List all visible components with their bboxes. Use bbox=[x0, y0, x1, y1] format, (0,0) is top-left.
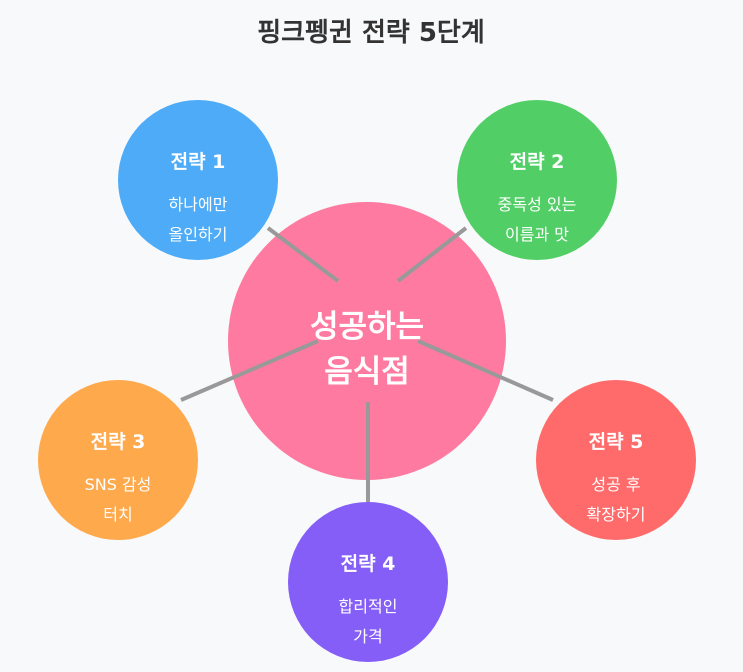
strategy-1-text-1: 하나에만 bbox=[169, 195, 228, 214]
strategy-1-title: 전략 1 bbox=[171, 151, 226, 173]
connector-1 bbox=[266, 226, 340, 283]
strategy-2-title: 전략 2 bbox=[510, 151, 565, 173]
strategy-3-title: 전략 3 bbox=[91, 431, 146, 453]
center-circle bbox=[228, 202, 506, 480]
connector-3 bbox=[180, 339, 319, 402]
strategy-5-text-1: 성공 후 bbox=[591, 475, 640, 494]
strategy-5-text-2: 확장하기 bbox=[587, 505, 646, 524]
center-label-line-1: 성공하는 bbox=[310, 309, 424, 345]
strategy-3-circle bbox=[38, 380, 198, 540]
strategy-4-title: 전략 4 bbox=[341, 553, 396, 575]
strategy-2-text-1: 중독성 있는 bbox=[498, 195, 577, 214]
strategy-3-text-2: 터치 bbox=[103, 505, 132, 524]
connector-2 bbox=[396, 226, 468, 283]
strategy-1-text-2: 올인하기 bbox=[169, 225, 228, 244]
strategy-2-text-2: 이름과 맛 bbox=[505, 225, 569, 244]
strategy-4-circle bbox=[288, 502, 448, 662]
strategy-4-text-2: 가격 bbox=[353, 627, 382, 646]
strategy-1-circle bbox=[118, 100, 278, 260]
strategy-5-title: 전략 5 bbox=[589, 431, 644, 453]
strategy-3-text-1: SNS 감성 bbox=[85, 475, 152, 494]
strategy-2-circle bbox=[457, 100, 617, 260]
strategy-5-circle bbox=[536, 380, 696, 540]
strategy-4-text-1: 합리적인 bbox=[339, 597, 398, 616]
diagram-title: 핑크펭귄 전략 5단계 bbox=[257, 18, 485, 48]
center-label-line-2: 음식점 bbox=[324, 354, 410, 390]
connector-5 bbox=[417, 339, 554, 402]
